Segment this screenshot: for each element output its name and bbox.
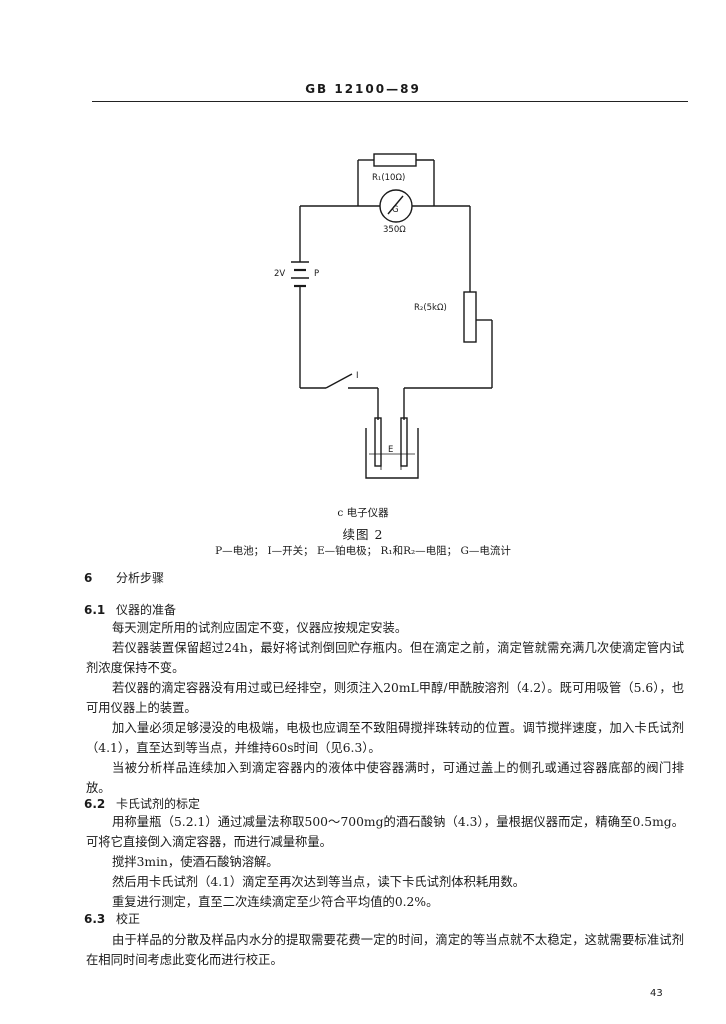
section-number: 6 bbox=[84, 571, 93, 585]
label-r1: R₁(10Ω) bbox=[372, 173, 405, 183]
label-battery: 2V bbox=[274, 269, 285, 279]
section-title: 校正 bbox=[116, 912, 141, 926]
section-number: 6.2 bbox=[84, 797, 106, 811]
galvanometer-needle bbox=[387, 195, 404, 215]
figure-caption: 续图 2 bbox=[342, 527, 384, 542]
electrode-right bbox=[400, 417, 408, 467]
paragraph: 用称量瓶（5.2.1）通过减量法称取500～700mg的酒石酸钠（4.3），量根… bbox=[86, 815, 684, 849]
paragraph: 若仪器的滴定容器没有用过或已经排空，则须注入20mL甲醇/甲酰胺溶剂（4.2）。… bbox=[86, 681, 684, 715]
label-g-value: 350Ω bbox=[383, 225, 406, 235]
paragraph: 重复进行测定，直至二次连续滴定至少符合平均值的0.2%。 bbox=[112, 895, 439, 909]
page-header-code: GB 12100—89 bbox=[305, 82, 421, 96]
section-6-3-heading: 6.3 校正 bbox=[84, 910, 140, 927]
section-title: 仪器的准备 bbox=[116, 603, 177, 617]
figure-subcaption: c 电子仪器 bbox=[337, 507, 389, 519]
label-p: P bbox=[314, 269, 319, 279]
circuit-diagram: R₁(10Ω) G 350Ω 2V P R₂(5kΩ) I E bbox=[274, 153, 493, 479]
section-6-heading: 6 分析步骤 bbox=[84, 569, 164, 586]
switch-i bbox=[325, 373, 353, 389]
section-6-2-heading: 6.2 卡氏试剂的标定 bbox=[84, 795, 200, 812]
paragraph: 每天测定所用的试剂应固定不变，仪器应按规定安装。 bbox=[112, 621, 408, 635]
electrode-left bbox=[374, 417, 382, 467]
resistor-r1 bbox=[373, 153, 417, 167]
label-electrode: E bbox=[388, 445, 393, 455]
titration-vessel bbox=[365, 428, 419, 479]
section-title: 分析步骤 bbox=[116, 571, 165, 585]
section-title: 卡氏试剂的标定 bbox=[116, 797, 201, 811]
label-g: G bbox=[392, 205, 399, 215]
section-number: 6.3 bbox=[84, 912, 106, 926]
header-rule bbox=[92, 101, 688, 102]
section-number: 6.1 bbox=[84, 603, 106, 617]
paragraph: 然后用卡氏试剂（4.1）滴定至再次达到等当点，读下卡氏试剂体积耗用数。 bbox=[112, 875, 526, 889]
paragraph: 当被分析样品连续加入到滴定容器内的液体中使容器满时，可通过盖上的侧孔或通过容器底… bbox=[86, 761, 684, 795]
section-6-1-heading: 6.1 仪器的准备 bbox=[84, 601, 176, 618]
paragraph: 若仪器装置保留超过24h，最好将试剂倒回贮存瓶内。但在滴定之前，滴定管就需充满几… bbox=[86, 641, 684, 675]
resistor-r2 bbox=[463, 291, 477, 343]
label-r2: R₂(5kΩ) bbox=[414, 303, 447, 313]
galvanometer-g bbox=[379, 189, 413, 223]
page-number: 43 bbox=[650, 988, 663, 999]
figure-legend: P—电池； I—开关； E—铂电极； R₁和R₂—电阻； G—电流计 bbox=[215, 545, 511, 557]
paragraph: 由于样品的分散及样品内水分的提取需要花费一定的时间，滴定的等当点就不太稳定，这就… bbox=[86, 933, 684, 967]
paragraph: 加入量必须足够浸没的电极端，电极也应调至不致阻碍搅拌珠转动的位置。调节搅拌速度，… bbox=[86, 721, 684, 755]
label-switch: I bbox=[356, 371, 359, 381]
paragraph: 搅拌3min，使酒石酸钠溶解。 bbox=[112, 855, 279, 869]
